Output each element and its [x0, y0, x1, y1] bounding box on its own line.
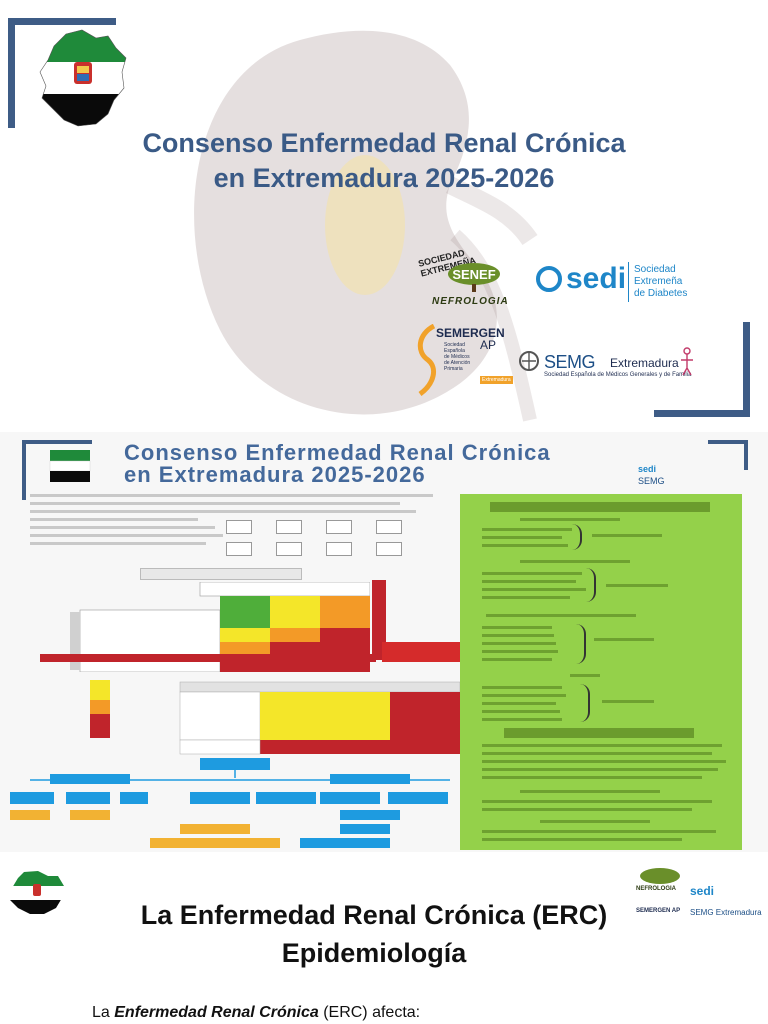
- stork-figure-icon: [681, 347, 693, 376]
- nefrologia-society-logo: SOCIEDAD EXTREMEÑA SENEF NEFROLOGIA: [417, 247, 509, 307]
- sedi-circle-icon: [536, 266, 562, 292]
- epidemiology-intro-text: La Enfermedad Renal Crónica (ERC) afecta…: [92, 1004, 421, 1021]
- corner-accent-top-left-vertical: [8, 18, 15, 128]
- society-logos-small: NEFROLOGIA sedi SEMERGEN AP SEMG Extrema…: [636, 866, 768, 928]
- title-line-2: en Extremadura 2025-2026: [213, 163, 555, 193]
- corner-accent-bottom-right-vertical: [743, 322, 750, 417]
- poster-icon-row: [220, 520, 450, 560]
- poster-title: Consenso Enfermedad Renal Crónica en Ext…: [124, 440, 551, 487]
- kidney-illustration: [194, 30, 538, 422]
- semg-logo: SEMG Extremadura Sociedad Española de Mé…: [518, 346, 698, 386]
- title-line-1: Consenso Enfermedad Renal Crónica: [142, 128, 626, 158]
- semergen-logo: SEMERGEN AP Sociedad Española de Médicos…: [414, 322, 513, 398]
- poster-slide: Consenso Enfermedad Renal Crónica en Ext…: [0, 432, 768, 852]
- epidemiology-title: La Enfermedad Renal Crónica (ERC) Epidem…: [140, 900, 608, 968]
- sedi-description: Sociedad Extremeña de Diabetes: [634, 264, 688, 299]
- semergen-swirl-icon: [417, 324, 437, 396]
- tree-logo-icon: SENEF: [448, 263, 500, 292]
- poster-intro-text: [30, 494, 450, 564]
- presentation-title: Consenso Enfermedad Renal Crónica en Ext…: [0, 126, 768, 196]
- poster-flag-map-icon: [49, 450, 91, 482]
- semg-globe-icon: [519, 351, 539, 371]
- risk-arrow: [372, 580, 386, 660]
- title-slide: Consenso Enfermedad Renal Crónica en Ext…: [0, 0, 768, 432]
- poster-green-panel: [460, 494, 742, 850]
- corner-accent-top-left: [8, 18, 116, 25]
- poster-section-header: [140, 568, 302, 580]
- extremadura-flag-map-icon: [39, 29, 127, 127]
- senef-mark-text: SENEF: [452, 267, 495, 282]
- sedi-logo: sedi Sociedad Extremeña de Diabetes: [536, 262, 706, 306]
- small-flag-map-icon: [10, 871, 64, 914]
- treatment-table: [90, 680, 460, 755]
- corner-accent-bottom-right: [654, 410, 750, 417]
- poster-logos: sedi SEMG: [638, 464, 665, 486]
- epidemiology-slide: La Enfermedad Renal Crónica (ERC) Epidem…: [0, 852, 768, 1024]
- diagnosis-flowchart: [10, 758, 450, 848]
- risk-callout: [382, 642, 460, 662]
- risk-banner: [40, 654, 376, 662]
